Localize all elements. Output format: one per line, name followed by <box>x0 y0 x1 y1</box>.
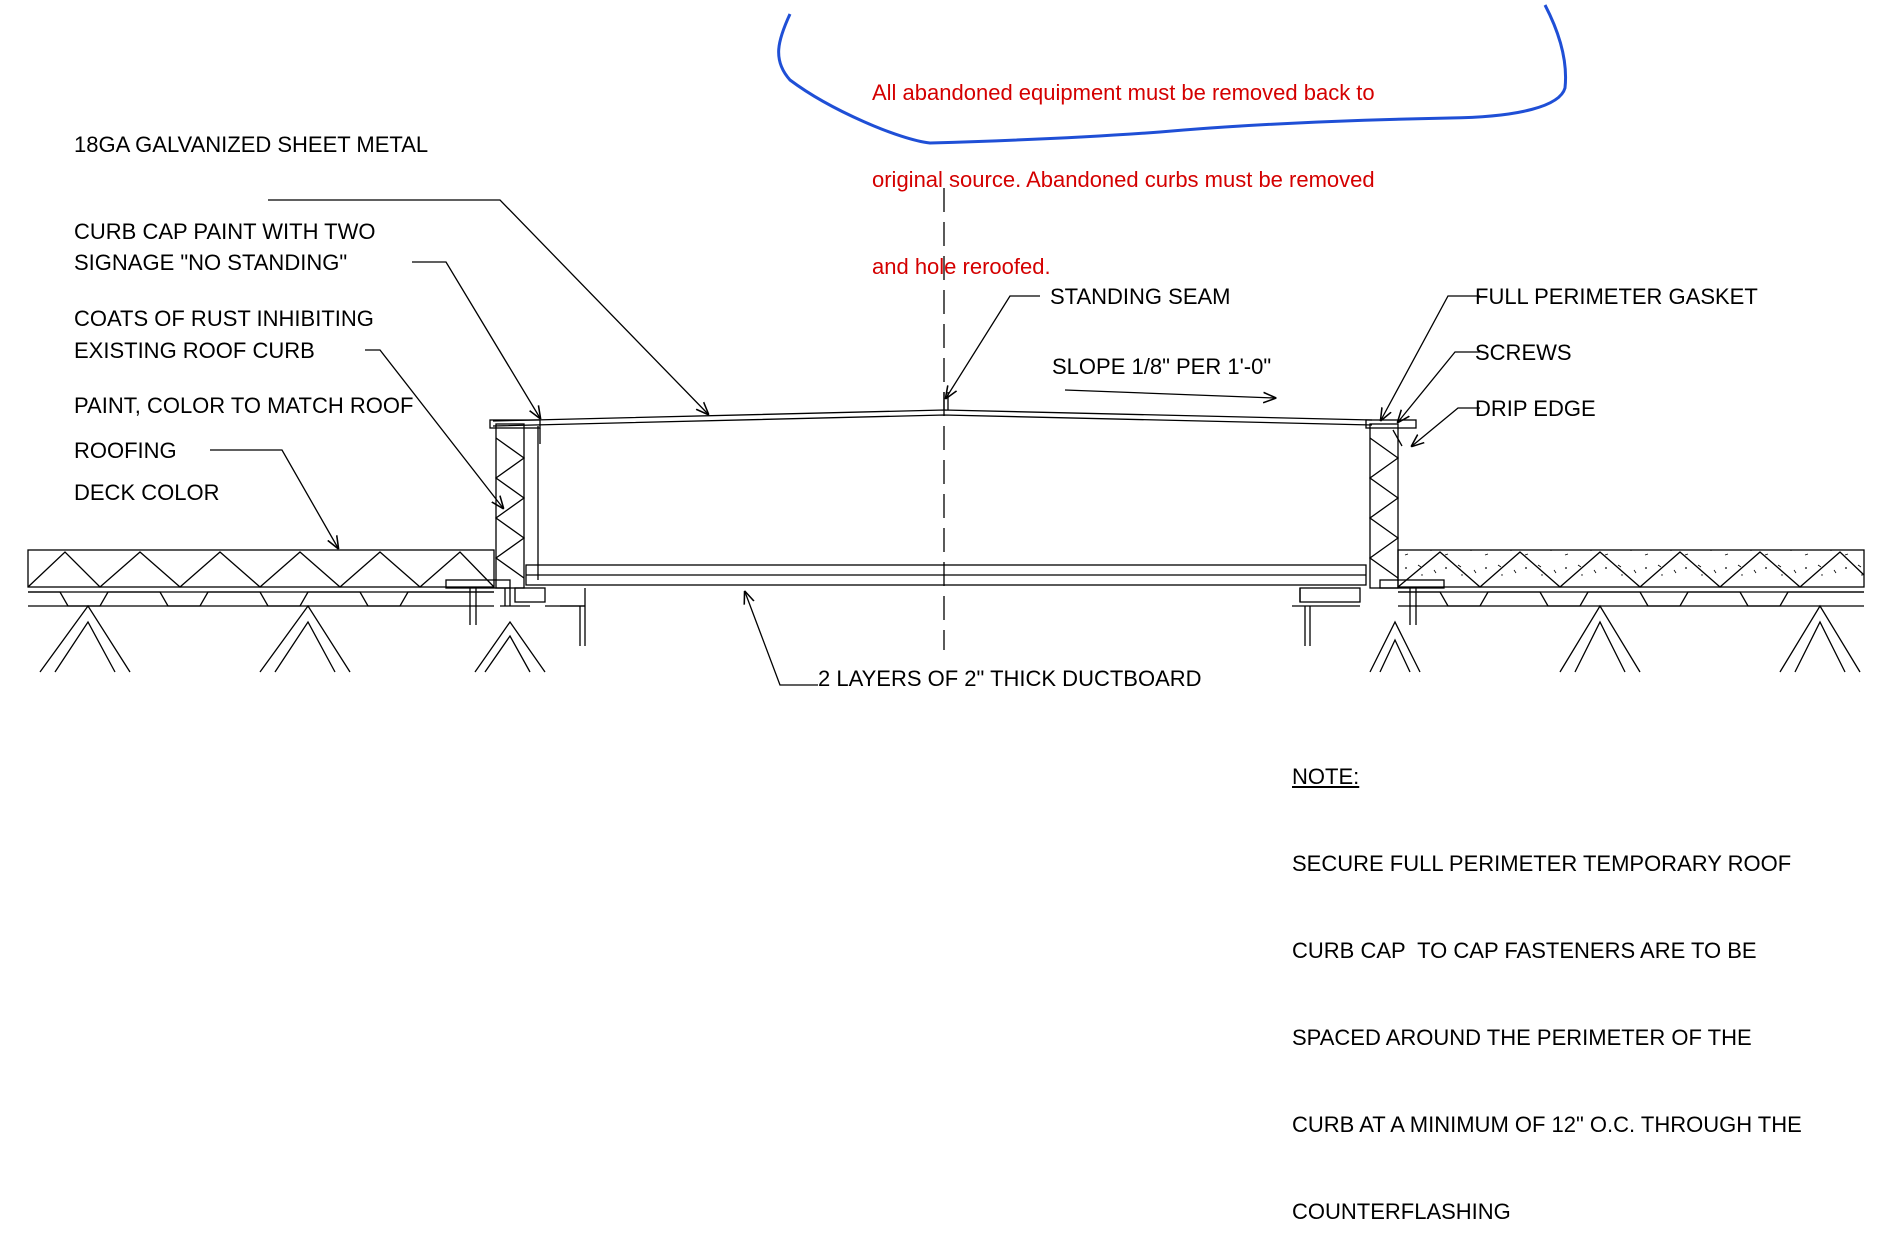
note-line: CURB AT A MINIMUM OF 12" O.C. THROUGH TH… <box>1292 1112 1802 1137</box>
note-line: SPACED AROUND THE PERIMETER OF THE <box>1292 1025 1752 1050</box>
leader-existing-curb <box>365 349 503 508</box>
slope-arrow <box>1064 389 1275 398</box>
revision-cloud <box>777 4 1568 145</box>
annotation-line: and hole reroofed. <box>872 254 1051 279</box>
callout-roofing: ROOFING <box>74 438 177 463</box>
callout-slope: SLOPE 1/8" PER 1'-0" <box>1052 354 1272 379</box>
left-curb <box>445 419 586 646</box>
annotation-line: All abandoned equipment must be removed … <box>872 80 1375 105</box>
leader-curb-cap <box>268 199 708 414</box>
leaders <box>210 199 1480 686</box>
leader-signage <box>412 261 540 418</box>
annotation-text: All abandoned equipment must be removed … <box>872 20 1375 310</box>
callout-existing-curb: EXISTING ROOF CURB <box>74 338 315 363</box>
callout-line: 18GA GALVANIZED SHEET METAL <box>74 132 429 157</box>
callout-line: CURB CAP PAINT WITH TWO <box>74 219 376 244</box>
ductboard <box>525 564 1367 586</box>
leader-drip-edge <box>1412 407 1480 446</box>
leader-screws <box>1398 351 1480 422</box>
note-line: SECURE FULL PERIMETER TEMPORARY ROOF <box>1292 851 1792 876</box>
note-line: COUNTERFLASHING <box>1292 1199 1511 1224</box>
callout-standing-seam: STANDING SEAM <box>1050 284 1231 309</box>
leader-ductboard <box>745 592 818 686</box>
callout-line: DECK COLOR <box>74 480 220 505</box>
callout-ductboard: 2 LAYERS OF 2" THICK DUCTBOARD <box>818 666 1202 691</box>
annotation-line: original source. Abandoned curbs must be… <box>872 167 1375 192</box>
callout-screws: SCREWS <box>1475 340 1572 365</box>
leader-standing-seam <box>946 295 1040 398</box>
callout-gasket: FULL PERIMETER GASKET <box>1475 284 1758 309</box>
curb-cap <box>492 392 1373 580</box>
callout-signage: SIGNAGE "NO STANDING" <box>74 250 348 275</box>
roof-curb-cap-detail-drawing <box>27 4 1865 686</box>
general-note: NOTE: SECURE FULL PERIMETER TEMPORARY RO… <box>1292 704 1802 1255</box>
leader-roofing <box>210 449 338 548</box>
right-curb <box>1292 419 1445 646</box>
right-roof-assembly <box>1369 549 1865 673</box>
left-roof-assembly <box>27 549 546 673</box>
leader-gasket <box>1381 295 1480 420</box>
callout-line: COATS OF RUST INHIBITING <box>74 306 374 331</box>
callout-drip-edge: DRIP EDGE <box>1475 396 1596 421</box>
note-line: CURB CAP TO CAP FASTENERS ARE TO BE <box>1292 938 1757 963</box>
callout-curb-cap: 18GA GALVANIZED SHEET METAL CURB CAP PAI… <box>74 72 428 536</box>
callout-line: PAINT, COLOR TO MATCH ROOF <box>74 393 414 418</box>
note-heading: NOTE: <box>1292 764 1360 789</box>
